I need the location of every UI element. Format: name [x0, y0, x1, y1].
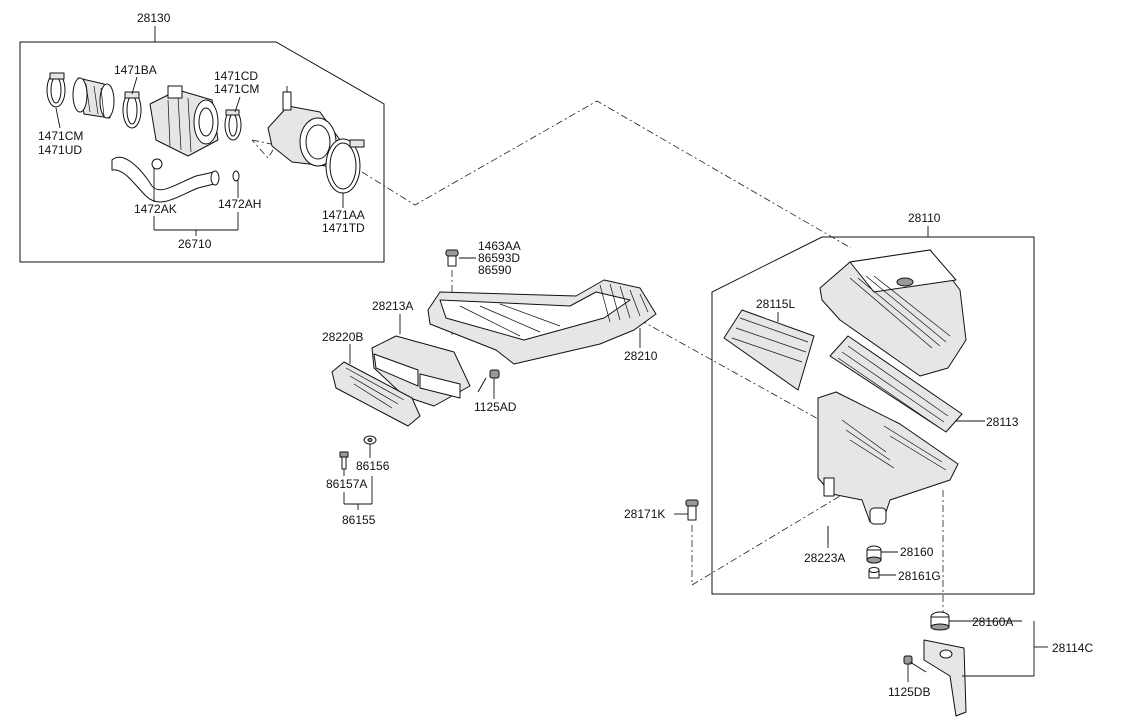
grommet-part-28160	[866, 545, 898, 564]
part-label-28130: 28130	[137, 11, 171, 25]
part-labels: 28130 1471BA 1471CD 1471CM 1471CM 1471UD…	[38, 11, 1093, 699]
bolt-part-1125ad	[477, 369, 500, 399]
clamp-part-1471aa	[325, 138, 365, 194]
part-label-86156: 86156	[356, 459, 390, 473]
clamp-part-1471cd	[224, 109, 242, 141]
part-label-86590: 86590	[478, 263, 512, 277]
throttle-body	[267, 86, 341, 167]
part-label-1471ud: 1471UD	[38, 143, 82, 157]
leaders-28130	[55, 76, 344, 236]
part-label-1471cm-left: 1471CM	[38, 129, 83, 143]
grommet-part-28160a	[930, 611, 1022, 631]
clamp-part-1471ba	[122, 91, 142, 129]
group-frame-28110	[711, 226, 1035, 595]
part-label-86157a: 86157A	[326, 477, 367, 491]
filter-element-28115l	[723, 309, 815, 391]
part-label-1471cm-top: 1471CM	[214, 82, 259, 96]
part-label-28115l: 28115L	[756, 297, 795, 311]
air-flow-sensor-housing	[149, 85, 219, 157]
adapter-part-sleeve	[72, 77, 115, 119]
bolt-part-1463aa	[445, 249, 476, 267]
part-label-26710: 26710	[178, 237, 212, 251]
breather-hose	[111, 157, 240, 203]
bolt-part-28171k	[674, 499, 699, 521]
part-label-28113: 28113	[986, 415, 1019, 429]
pin-part-86157a	[339, 451, 349, 476]
part-label-86155: 86155	[342, 513, 376, 527]
part-label-1125ad: 1125AD	[474, 400, 517, 414]
resonator-28213a	[371, 335, 471, 407]
clamp-part-1471cm	[46, 72, 66, 108]
collar-part-28161g	[868, 567, 896, 579]
filter-element-28113	[829, 335, 963, 433]
part-label-28160a: 28160A	[972, 615, 1013, 629]
intake-duct-28210	[427, 279, 657, 365]
part-label-28223a: 28223A	[804, 551, 845, 565]
part-label-28210: 28210	[624, 349, 658, 363]
part-label-1471td: 1471TD	[322, 221, 365, 235]
part-label-1472ak: 1472AK	[134, 202, 177, 216]
part-label-1471aa: 1471AA	[322, 208, 365, 222]
leaders-duct	[349, 314, 641, 364]
bolt-part-1125db	[903, 655, 927, 682]
part-label-1471ba: 1471BA	[114, 63, 157, 77]
part-label-28161g: 28161G	[898, 569, 941, 583]
part-label-1472ah: 1472AH	[218, 197, 261, 211]
part-label-28213a: 28213A	[372, 299, 413, 313]
part-label-1471cd: 1471CD	[214, 69, 258, 83]
part-label-86593d: 86593D	[478, 251, 520, 265]
duct-bracket-28220b	[331, 361, 421, 427]
leaders-28114c	[1033, 621, 1048, 676]
part-label-28171k: 28171K	[624, 507, 665, 521]
part-label-28114c: 28114C	[1052, 641, 1093, 655]
part-label-28160: 28160	[900, 545, 934, 559]
part-label-28220b: 28220B	[322, 330, 363, 344]
part-label-1463aa: 1463AA	[478, 239, 521, 253]
leaders-28110	[777, 312, 985, 422]
grommet-part-86156	[363, 435, 377, 458]
air-cleaner-cover	[819, 249, 967, 377]
air-cleaner-body	[817, 391, 959, 525]
mounting-bracket	[923, 639, 1034, 717]
group-frame-28130	[19, 26, 385, 263]
part-label-1125db: 1125DB	[888, 685, 930, 699]
connection-lines	[251, 100, 944, 612]
leaders-86155	[343, 476, 373, 510]
part-label-28110: 28110	[908, 211, 941, 225]
